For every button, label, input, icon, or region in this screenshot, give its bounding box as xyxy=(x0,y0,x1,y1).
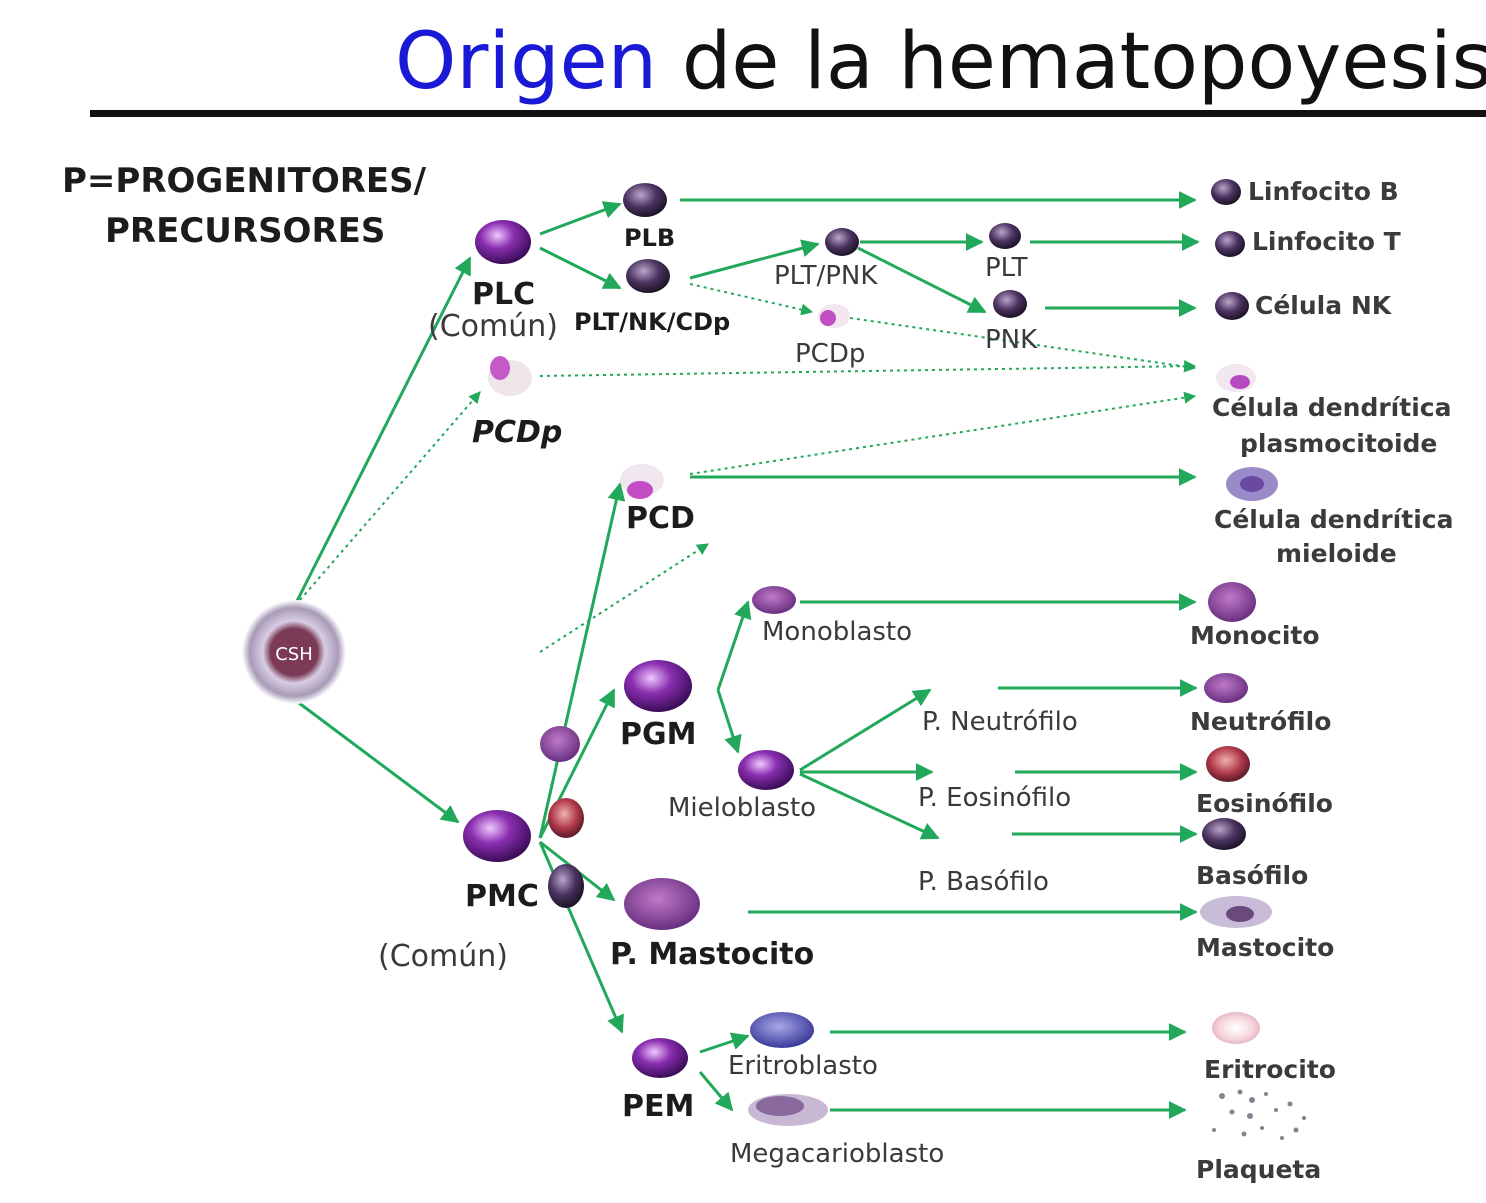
pem-cell xyxy=(632,1038,688,1078)
arrow-mieloblasto-pneutrofilo xyxy=(799,688,932,772)
arrow-plc-plb xyxy=(539,201,622,236)
megacarioblasto-cell xyxy=(748,1094,828,1126)
arrow-pcdpmid-cdp xyxy=(849,317,1197,373)
eritrocito-label: Eritrocito xyxy=(1204,1055,1336,1084)
pgm-label: PGM xyxy=(620,717,696,752)
arrow-pgm-monoblasto xyxy=(716,600,752,691)
pcdp-mid-cell xyxy=(818,304,850,328)
pmastocito-label: P. Mastocito xyxy=(610,937,814,972)
pneutrofilo-label: P. Neutrófilo xyxy=(922,707,1078,737)
arrow-pem-megacarioblasto xyxy=(698,1071,734,1112)
basofilo-cell xyxy=(1202,818,1246,850)
arrow-dotted-pcd xyxy=(539,543,710,653)
eritrocito-cell xyxy=(1212,1012,1260,1044)
mid-cell-red xyxy=(548,798,584,838)
mieloblasto-label: Mieloblasto xyxy=(668,793,816,823)
mid-cell-dark xyxy=(548,864,584,908)
pbasofilo-label: P. Basófilo xyxy=(918,867,1049,897)
cells: CSH xyxy=(242,179,1306,1140)
plb-cell xyxy=(623,183,667,217)
arrow-pem-eritroblasto xyxy=(699,1032,750,1054)
pltpnk-cell xyxy=(825,228,859,256)
arrow-pltpnk-pnk xyxy=(857,246,987,314)
page-title: Origen de la hematopoyesis xyxy=(395,17,1486,107)
pgm-cell xyxy=(624,660,692,712)
arrow-pmc-pcd xyxy=(538,482,626,839)
cdp-label-line2: plasmocitoide xyxy=(1240,429,1437,458)
arrow-pcd-cdp xyxy=(689,391,1197,475)
linfocito-t-cell xyxy=(1215,231,1245,257)
neutrofilo-label: Neutrófilo xyxy=(1190,707,1331,736)
pltpnk-label: PLT/PNK xyxy=(774,261,878,291)
legend-line-1: P=PROGENITORES/ xyxy=(62,161,427,201)
pnk-label: PNK xyxy=(985,325,1038,355)
plt-label: PLT xyxy=(985,253,1028,283)
eritroblasto-cell xyxy=(750,1012,814,1048)
arrow-mieloblasto-pbasofilo xyxy=(799,772,940,840)
cdm-mature-cell xyxy=(1226,467,1278,501)
pltnkcdp-cell xyxy=(626,259,670,293)
cdm-label-line1: Célula dendrítica xyxy=(1214,505,1453,534)
cdm-label-line2: mieloide xyxy=(1276,539,1397,568)
title-part-rest: de la hematopoyesis xyxy=(657,17,1486,107)
linfocitob-label: Linfocito B xyxy=(1248,177,1399,206)
pmastocito-cell xyxy=(624,878,700,930)
monocito-label: Monocito xyxy=(1190,621,1320,650)
neutrofilo-cell xyxy=(1204,673,1248,703)
csh-label: CSH xyxy=(275,644,313,665)
pcd-cell xyxy=(620,464,664,499)
title-part-origen: Origen xyxy=(395,17,657,107)
arrow-pcdpleft-cdp xyxy=(539,360,1197,377)
megacarioblasto-label: Megacarioblasto xyxy=(730,1139,944,1169)
arrow-pltnkcdp-pltpnk xyxy=(689,239,820,280)
pcd-label: PCD xyxy=(626,501,695,536)
plt-cell xyxy=(989,223,1021,249)
arrows xyxy=(293,191,1200,1119)
linfocito-b-cell xyxy=(1211,179,1241,205)
pltnkcdp-label: PLT/NK/CDp xyxy=(574,308,730,336)
celulank-label: Célula NK xyxy=(1255,291,1393,320)
eosinofilo-label: Eosinófilo xyxy=(1196,789,1333,818)
pmc-sub: (Común) xyxy=(378,939,508,974)
pcdp-left-cell xyxy=(488,356,532,396)
plc-cell xyxy=(475,220,531,264)
peosinofilo-label: P. Eosinófilo xyxy=(918,783,1071,813)
monocito-cell xyxy=(1208,582,1256,622)
monoblasto-cell xyxy=(752,586,796,614)
monoblasto-label: Monoblasto xyxy=(762,617,912,647)
arrow-csh-plc xyxy=(293,256,472,606)
legend-line-2: PRECURSORES xyxy=(105,211,385,251)
plc-sub: (Común) xyxy=(428,309,558,344)
eosinofilo-cell xyxy=(1206,746,1250,782)
mastocito-mature-cell xyxy=(1200,896,1272,928)
plc-label: PLC xyxy=(472,277,535,312)
mieloblasto-cell xyxy=(738,750,794,790)
mastocito-label: Mastocito xyxy=(1196,933,1334,962)
arrow-plc-pltnkcdp xyxy=(539,246,622,290)
arrow-pgm-mieloblasto xyxy=(716,689,742,754)
arrow-csh-pmc xyxy=(294,698,460,824)
plaquetas-cell xyxy=(1212,1089,1306,1140)
pem-label: PEM xyxy=(622,1089,694,1124)
pnk-cell xyxy=(993,290,1027,318)
pcdp-mid-label: PCDp xyxy=(795,339,865,369)
cdp-label-line1: Célula dendrítica xyxy=(1212,393,1451,422)
plaqueta-label: Plaqueta xyxy=(1196,1155,1321,1184)
cdp-mature-cell xyxy=(1216,364,1256,392)
csh-cell: CSH xyxy=(242,600,346,704)
title-rule xyxy=(90,110,1486,117)
arrow-csh-pcdp xyxy=(299,391,481,601)
eritroblasto-label: Eritroblasto xyxy=(728,1051,878,1081)
mid-cell-mauve xyxy=(540,726,580,762)
pcdp-left-label: PCDp xyxy=(472,415,562,450)
basofilo-label: Basófilo xyxy=(1196,861,1308,890)
pmc-cell xyxy=(463,810,531,862)
celula-nk-cell xyxy=(1215,292,1249,320)
labels: PLC (Común) PCDp PMC (Común) PLB PLT/NK/… xyxy=(378,177,1453,1184)
plb-label: PLB xyxy=(624,224,675,252)
linfocitot-label: Linfocito T xyxy=(1252,227,1401,256)
pmc-label: PMC xyxy=(465,879,539,914)
